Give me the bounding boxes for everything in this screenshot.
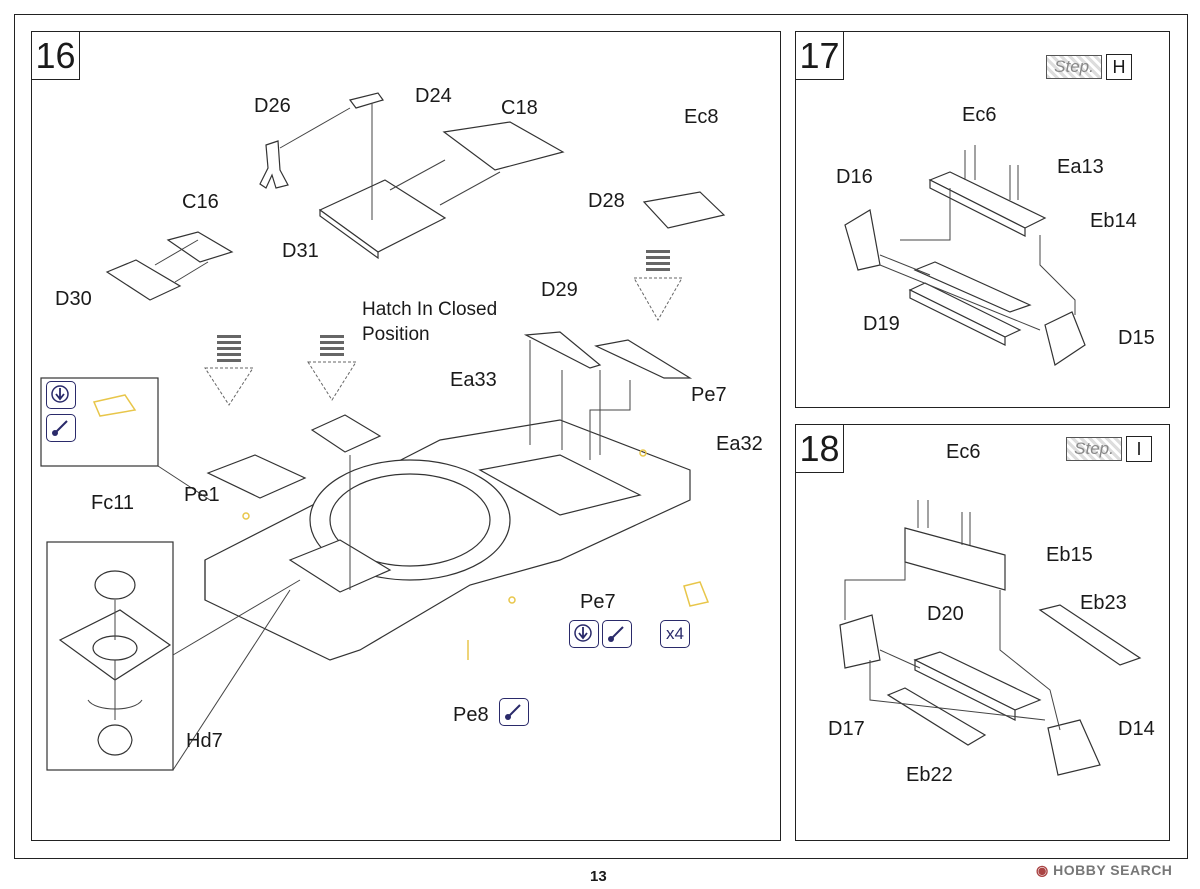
step-tag: Step. [1046,55,1102,79]
step-letter: H [1106,54,1132,80]
label-eb22: Eb22 [906,764,953,786]
glue-icon [499,698,529,726]
watermark-text: HOBBY SEARCH [1053,862,1173,878]
label-hd7: Hd7 [186,730,223,752]
camera-icon: ◉ [1036,862,1049,878]
label-ea13: Ea13 [1057,156,1104,178]
page-number: 13 [590,868,607,885]
multiplier-badge: x4 [660,620,690,648]
label-eb23: Eb23 [1080,592,1127,614]
bend-down-icon [46,381,76,409]
label-d20: D20 [927,603,964,625]
step-tag: Step. [1066,437,1122,461]
label-pe1: Pe1 [184,484,220,506]
label-d17: D17 [828,718,865,740]
step-ref-h: Step. H [1046,54,1132,80]
label-d30: D30 [55,288,92,310]
hatch-note-line2: Position [362,324,430,345]
label-d29: D29 [541,279,578,301]
label-d28: D28 [588,190,625,212]
label-d24: D24 [415,85,452,107]
hatch-note-line1: Hatch In Closed [362,299,498,320]
label-d15: D15 [1118,327,1155,349]
label-ec8: Ec8 [684,106,719,128]
label-pe7-top: Pe7 [691,384,727,406]
label-d31: D31 [282,240,319,262]
label-ea32: Ea32 [716,433,763,455]
glue-icon [46,414,76,442]
step-number: 17 [796,32,844,80]
step-number: 18 [796,425,844,473]
label-d26: D26 [254,95,291,117]
page-frame [14,14,1188,859]
bend-down-icon [569,620,599,648]
label-pe8: Pe8 [453,704,489,726]
label-fc11: Fc11 [91,492,134,514]
glue-icon [602,620,632,648]
step-number: 16 [32,32,80,80]
label-c18: C18 [501,97,538,119]
label-eb14: Eb14 [1090,210,1137,232]
hatch-note: Hatch In Closed Position [362,297,497,347]
label-d19: D19 [863,313,900,335]
step-ref-i: Step. I [1066,436,1152,462]
label-ea33: Ea33 [450,369,497,391]
label-d14: D14 [1118,718,1155,740]
label-d16: D16 [836,166,873,188]
step-letter: I [1126,436,1152,462]
label-c16: C16 [182,191,219,213]
watermark: ◉ HOBBY SEARCH [1036,862,1172,879]
label-ec6-17: Ec6 [962,104,997,126]
label-eb15: Eb15 [1046,544,1093,566]
label-pe7-bottom: Pe7 [580,591,616,613]
label-ec6-18: Ec6 [946,441,981,463]
